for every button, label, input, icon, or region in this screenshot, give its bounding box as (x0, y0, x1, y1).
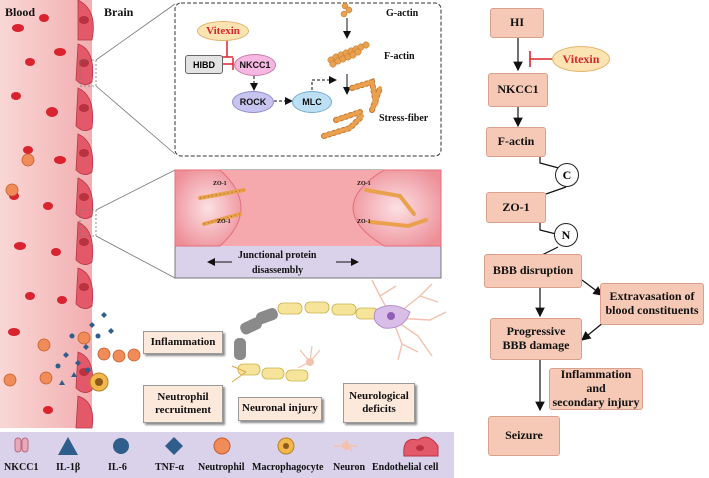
flow-inflammation-line1: Inflammation and (560, 367, 632, 396)
macrophage (89, 372, 109, 392)
inset-hibd-box: HIBD (185, 55, 223, 74)
inflammation-text: Inflammation (150, 335, 216, 348)
legend-neutrophil-label: Neutrophil (198, 462, 245, 473)
inset-signaling-frame (174, 2, 442, 157)
flow-progressive-line2: BBB damage (502, 338, 570, 352)
zo1-label-a: ZO-1 (213, 181, 227, 187)
flow-extravasation-line1: Extravasation of (609, 289, 695, 304)
legend-macrophage-icon (277, 437, 295, 455)
junction-caption-line2: disassembly (252, 265, 304, 276)
neutrophil-recruitment-box: Neutrophil recruitment (143, 385, 223, 423)
flow-hi-box: HI (490, 8, 544, 38)
neurological-deficits-box: Neurological deficits (343, 383, 415, 423)
inset-mlc-oval: MLC (292, 91, 332, 113)
legend-il1b-label: IL-1β (56, 462, 81, 473)
inset-rock-oval: ROCK (232, 91, 274, 113)
f-actin-filament (327, 41, 370, 68)
inset-vitexin-label: Vitexin (197, 21, 249, 41)
legend-neuron-label: Neuron (333, 462, 366, 473)
legend-il6-icon (113, 438, 129, 454)
flow-extravasation-box: Extravasation of blood constituents (600, 283, 704, 325)
brain-label: Brain (104, 5, 134, 19)
legend-tnfa-icon (165, 437, 183, 455)
neutrophil-recruitment-line2: recruitment (155, 404, 211, 416)
neutrophils (3, 153, 141, 387)
stress-fiber-label: Stress-fiber (379, 113, 429, 124)
flow-progressive-line1: Progressive (506, 324, 566, 339)
legend-endothelial-label: Endothelial cell (372, 462, 439, 473)
legend-icons (14, 436, 439, 457)
blood-label: Blood (5, 5, 36, 19)
neuronal-injury-text: Neuronal injury (242, 402, 318, 415)
g-actin-label: G-actin (386, 8, 419, 19)
flow-nkcc1-box: NKCC1 (488, 73, 548, 107)
flow-zo1-box: ZO-1 (486, 192, 546, 223)
flow-inflammation-line2: secondary injury (552, 394, 640, 409)
legend-il6-label: IL-6 (108, 462, 127, 473)
zo1-label-c: ZO-1 (357, 181, 371, 187)
flow-vitexin-oval: Vitexin (552, 46, 610, 72)
legend-nkcc1-label: NKCC1 (4, 462, 39, 473)
neuron-illustration (231, 279, 447, 383)
legend-il1b-icon (58, 437, 78, 455)
red-blood-cells (8, 14, 67, 414)
flow-f-actin-box: F-actin (486, 127, 546, 157)
zo1-label-b: ZO-1 (217, 219, 231, 225)
legend-neutrophil-icon (213, 437, 231, 455)
legend-endothelial-icon (403, 436, 439, 457)
neurological-deficits-line1: Neurological (349, 389, 409, 402)
neurological-deficits-line2: deficits (362, 403, 396, 415)
flow-c-circle: C (555, 163, 579, 187)
legend-nkcc1-icon (14, 437, 29, 453)
inset-nkcc1-oval: NKCC1 (234, 54, 276, 76)
inflammation-box: Inflammation (143, 331, 223, 354)
flow-bbb-disruption-box: BBB disruption (484, 254, 582, 288)
legend-tnfa-label: TNF-α (155, 462, 184, 473)
flow-inflammation-box: Inflammation and secondary injury (549, 368, 643, 410)
f-actin-label: F-actin (384, 51, 415, 62)
flow-progressive-box: Progressive BBB damage (490, 318, 582, 360)
cytokine-particles (55, 312, 114, 385)
legend-macrophage-label: Macrophagocyte (252, 462, 324, 473)
flow-n-circle: N (554, 223, 578, 247)
junction-caption-line1: Junctional protein (238, 250, 317, 261)
legend-neuron-icon (334, 439, 358, 453)
flow-seizure-box: Seizure (488, 416, 560, 456)
neuronal-injury-box: Neuronal injury (238, 397, 322, 421)
zo1-label-d: ZO-1 (357, 219, 371, 225)
flow-extravasation-line2: blood constituents (605, 303, 699, 317)
neutrophil-recruitment-line1: Neutrophil (157, 390, 209, 403)
